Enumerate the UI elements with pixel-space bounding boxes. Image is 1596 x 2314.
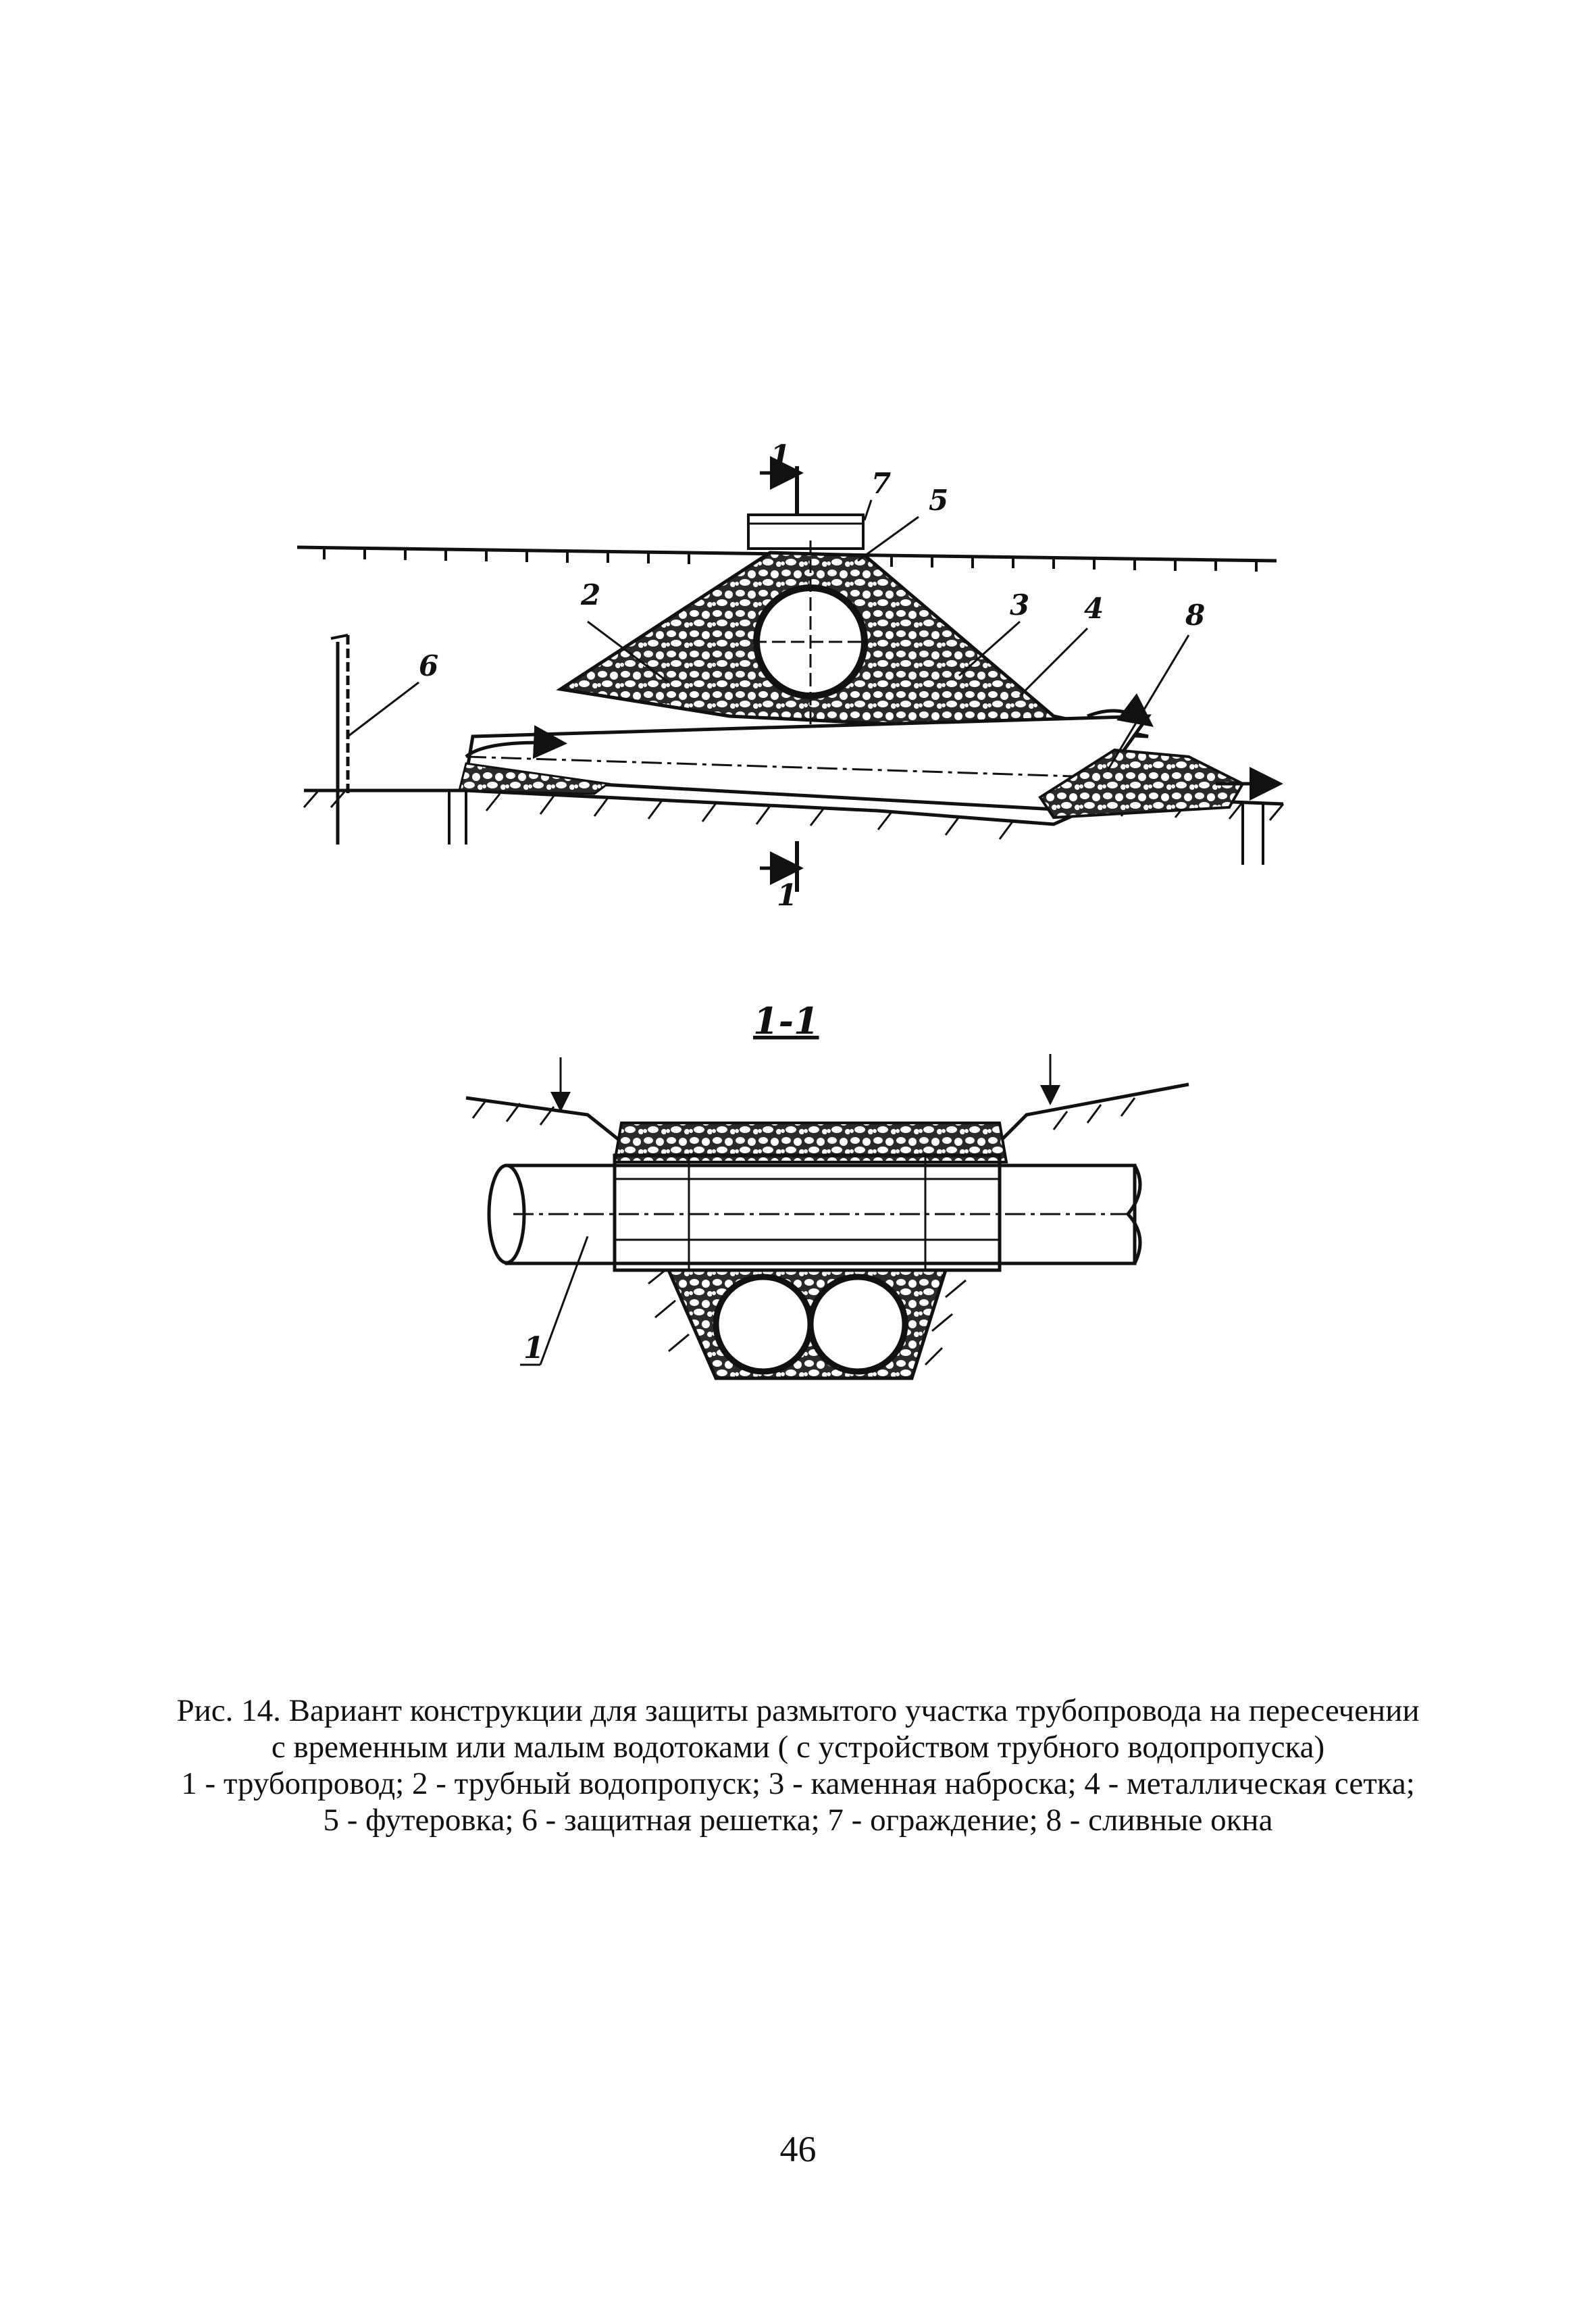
caption-line-2: с временным или малым водотоками ( с уст…: [271, 1730, 1325, 1765]
page-number: 46: [779, 2129, 817, 2169]
caption-line-1: Рис. 14. Вариант конструкции для защиты …: [176, 1693, 1420, 1728]
label-2: 2: [580, 578, 600, 611]
figure-caption: Рис. 14. Вариант конструкции для защиты …: [122, 1692, 1474, 1838]
caption-line-3: 1 - трубопровод; 2 - трубный водопропуск…: [181, 1766, 1415, 1801]
label-5: 5: [929, 484, 948, 517]
label-7: 7: [871, 467, 891, 500]
label-8: 8: [1185, 599, 1205, 632]
section-mark-top: 1: [770, 439, 791, 474]
longitudinal-section: [297, 456, 1285, 892]
label-6: 6: [419, 649, 438, 682]
section-title: 1-1: [753, 999, 819, 1042]
label-1: 1: [523, 1331, 544, 1365]
label-3: 3: [1010, 588, 1029, 622]
section-mark-bottom: 1: [777, 878, 798, 913]
label-4: 4: [1084, 592, 1104, 625]
cross-section: [465, 1054, 1189, 1380]
caption-line-4: 5 - футеровка; 6 - защитная решетка; 7 -…: [323, 1803, 1273, 1838]
